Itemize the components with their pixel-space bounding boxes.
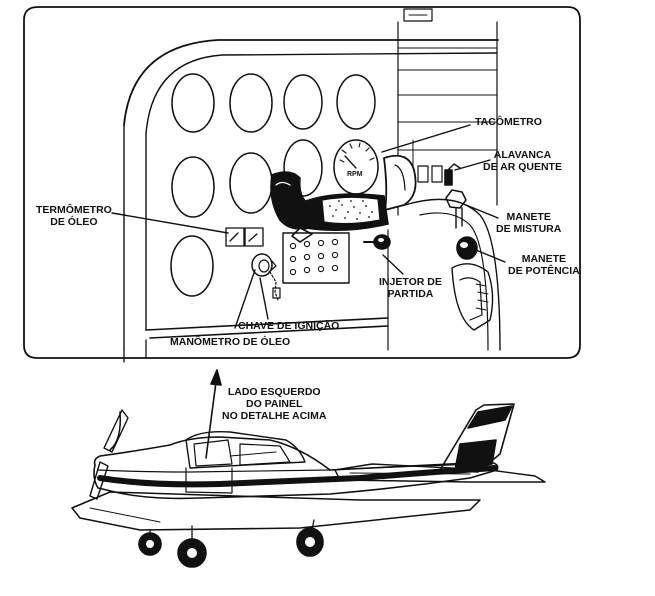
svg-text:RPM: RPM [347, 171, 363, 178]
tachometer-icon: RPM [333, 139, 379, 195]
switch-panel [282, 232, 350, 284]
pointer-arrow [205, 369, 222, 459]
heat-lever [417, 163, 461, 186]
yoke-icon [270, 154, 417, 243]
mixture-control [445, 189, 467, 229]
ignition-key [251, 253, 281, 301]
label-oil-pressure-gauge: MANÔMETRO DE ÓLEO [170, 336, 291, 348]
throttle-control [451, 236, 494, 331]
label-ignition-key: CHAVE DE IGNIÇÃO [238, 320, 340, 332]
label-tachometer: TACÔMETRO [475, 116, 542, 128]
leader-lines [111, 124, 506, 329]
airplane-icon [71, 403, 546, 568]
oil-gauges [225, 227, 264, 247]
primer-knob [363, 234, 391, 250]
cockpit-frame [123, 39, 499, 351]
instrument-dials [170, 73, 376, 297]
detail-frame [23, 6, 581, 359]
